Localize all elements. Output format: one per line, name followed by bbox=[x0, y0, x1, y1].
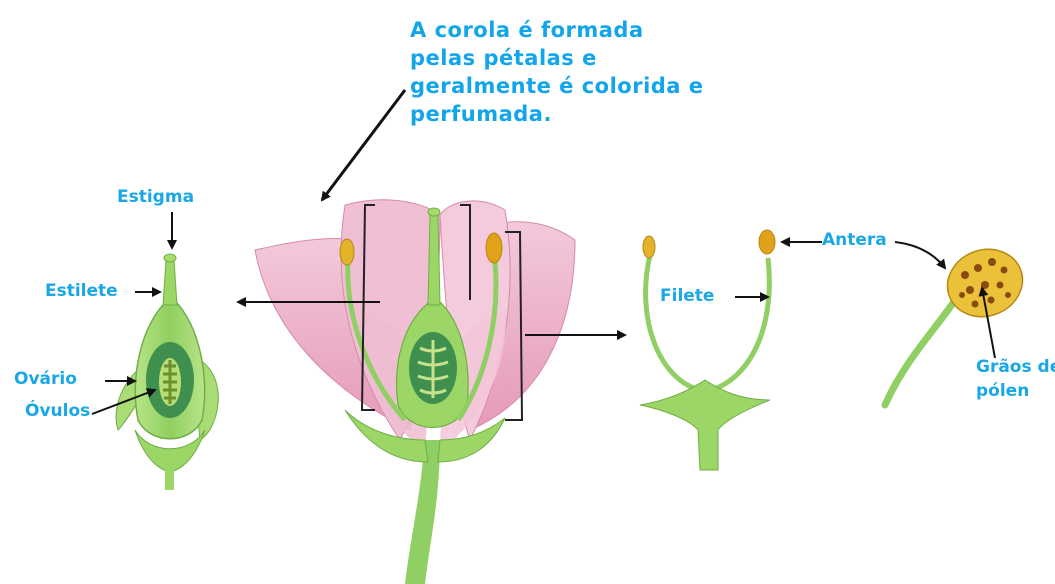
label-polen: pólen bbox=[976, 382, 1029, 401]
label-estilete: Estilete bbox=[45, 282, 118, 301]
stamens-illustration bbox=[640, 230, 775, 470]
stamen-base bbox=[640, 380, 770, 470]
arrow-antera-detail bbox=[895, 242, 945, 268]
label-ovario: Ovário bbox=[14, 370, 77, 389]
pistil-illustration bbox=[116, 254, 218, 490]
center-style bbox=[428, 215, 440, 305]
pistil-stalk bbox=[165, 465, 174, 490]
label-filete: Filete bbox=[660, 287, 714, 306]
flower-illustration bbox=[255, 200, 575, 584]
arrow-corola bbox=[322, 90, 405, 200]
stamen-right-anther bbox=[759, 230, 775, 254]
label-antera: Antera bbox=[822, 231, 887, 250]
stigma-tip bbox=[164, 254, 176, 262]
anther-right bbox=[486, 233, 502, 263]
label-ovulos: Óvulos bbox=[25, 402, 90, 421]
label-estigma: Estigma bbox=[117, 188, 194, 207]
caption-line: geralmente é colorida e bbox=[410, 72, 704, 100]
corola-caption: A corola é formada pelas pétalas e geral… bbox=[410, 16, 704, 128]
stamen-left-anther bbox=[643, 236, 655, 258]
stamen-right-filament bbox=[712, 258, 769, 390]
style-stalk bbox=[163, 260, 177, 305]
caption-line: pelas pétalas e bbox=[410, 44, 704, 72]
caption-line: A corola é formada bbox=[410, 16, 704, 44]
stamen-left-filament bbox=[646, 255, 700, 390]
anther-left bbox=[340, 239, 354, 265]
label-graos-de: Grãos de bbox=[976, 358, 1055, 377]
anther-detail-filament bbox=[885, 300, 955, 405]
ovules bbox=[163, 360, 177, 404]
caption-line: perfumada. bbox=[410, 100, 704, 128]
center-stigma bbox=[428, 208, 440, 216]
